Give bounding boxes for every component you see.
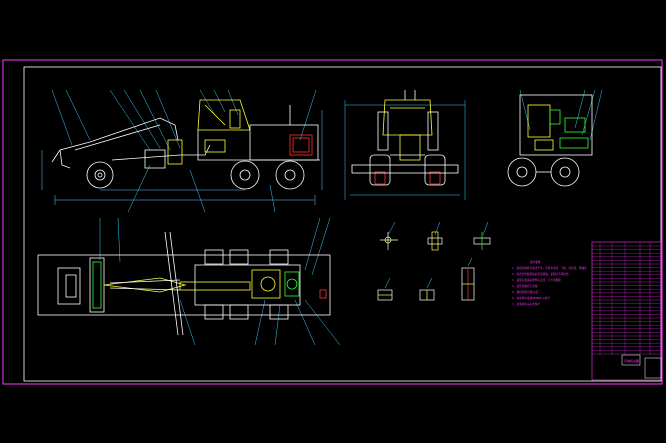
notes-heading: 技术要求 [530,260,541,264]
note-line: 6. 未注明公差按GB1804-m执行 [512,296,550,300]
parts-list-table [591,241,662,381]
title-block-caption-box [621,354,641,366]
title-block-caption: 平地机总图 [624,358,639,363]
note-line: 2. 各密封件装配前必须浸透油，装配时不得损伤 [512,272,569,276]
rear-view [507,89,603,187]
note-line: 7. 涂漆按有关标准执行 [512,302,540,306]
inner-frame [23,66,662,382]
technical-notes: 技术要求 1. 装配前零件应清洗干净，不得有毛刺、飞边、氧化皮、锈蚀等 2. 各… [512,260,587,306]
outer-frame [2,59,663,385]
front-view [344,90,466,200]
side-view [41,89,323,213]
note-line: 1. 装配前零件应清洗干净，不得有毛刺、飞边、氧化皮、锈蚀等 [512,266,587,270]
detail-views [377,221,491,301]
note-line: 4. 液压系统应无渗漏 [512,284,538,288]
note-line: 3. 装配后各运动部件应灵活，无卡滞现象 [512,278,561,282]
title-block-logo-box [644,357,662,379]
title-block: 平地机总图 [591,241,662,381]
plan-view [37,217,341,346]
note-line: 5. 整机调试合格后出厂 [512,290,540,294]
